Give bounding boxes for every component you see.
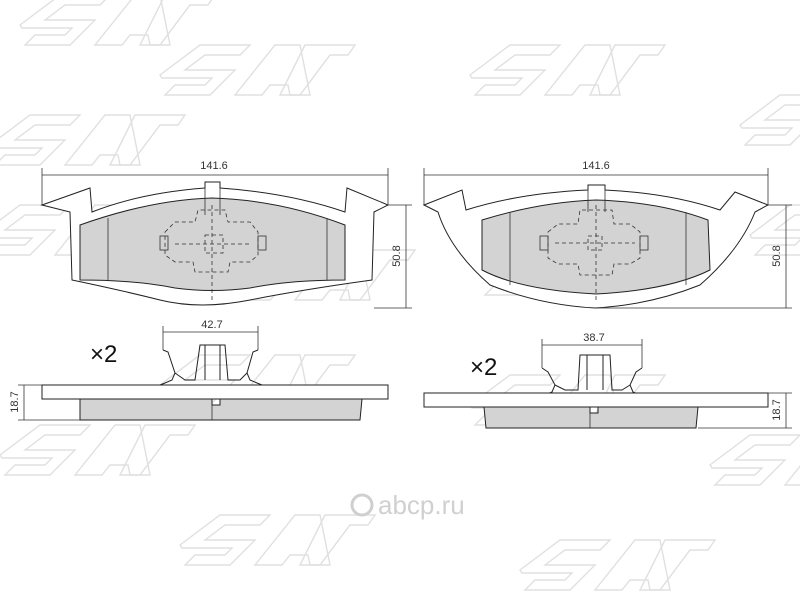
right-thickness-label: 18.7 — [771, 399, 783, 420]
logo-watermark — [0, 0, 800, 591]
left-thickness-label: 18.7 — [9, 391, 21, 412]
left-pad-front-view — [40, 181, 390, 306]
left-pad-side-view: 18.7 — [9, 384, 389, 421]
left-clip: 42.7 — [159, 319, 263, 386]
left-width-dimension: 141.6 — [41, 160, 389, 205]
right-width-dimension: 141.6 — [423, 160, 769, 205]
right-pad-front-view — [422, 184, 770, 309]
right-quantity-label: ×2 — [470, 354, 497, 381]
left-width-label: 141.6 — [200, 160, 228, 172]
site-watermark-text: abcp.ru — [378, 490, 465, 520]
right-pad-side-view: 18.7 — [423, 392, 792, 429]
right-height-dimension: 50.8 — [595, 204, 792, 309]
left-clip-width-label: 42.7 — [201, 319, 222, 331]
right-clip-width-label: 38.7 — [583, 332, 604, 344]
right-clip: 38.7 — [539, 332, 646, 398]
left-height-dimension: 50.8 — [374, 204, 412, 309]
left-quantity-label: ×2 — [90, 341, 117, 368]
site-watermark-icon — [350, 493, 374, 517]
right-height-label: 50.8 — [771, 245, 783, 266]
left-height-label: 50.8 — [391, 245, 403, 266]
right-width-label: 141.6 — [582, 160, 610, 172]
site-watermark: abcp.ru — [350, 490, 465, 520]
